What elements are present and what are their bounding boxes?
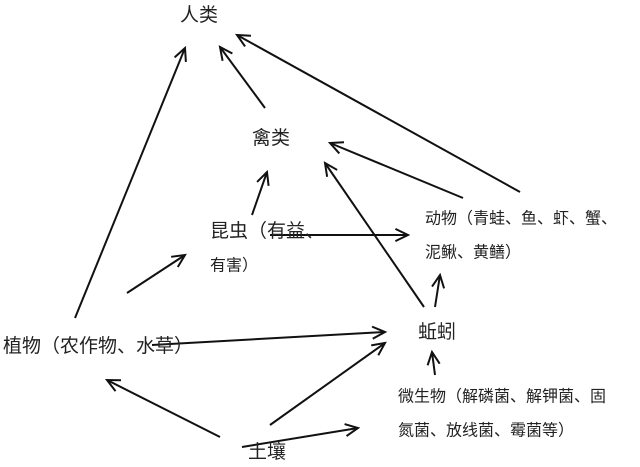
node-earthworm: 蚯蚓 xyxy=(418,321,456,343)
arrowhead xyxy=(327,141,345,155)
node-insects-line1: 昆虫（有益、 xyxy=(210,220,324,242)
arrow-animals-to-poultry xyxy=(327,141,464,199)
arrow-shaft xyxy=(74,47,186,319)
arrow-poultry-to-humans xyxy=(218,45,266,109)
node-animals-line1: 动物（青蛙、鱼、虾、蟹、 xyxy=(425,209,617,228)
arrow-animals-to-humans xyxy=(234,33,521,193)
node-humans: 人类 xyxy=(180,4,218,26)
node-poultry: 禽类 xyxy=(252,127,290,149)
arrow-insects-to-poultry xyxy=(251,169,270,216)
arrow-insects-to-animals xyxy=(270,228,411,242)
arrowhead xyxy=(170,253,187,268)
arrowhead xyxy=(431,272,446,289)
arrowhead xyxy=(371,341,387,356)
arrowhead xyxy=(256,169,270,187)
arrow-shaft xyxy=(434,274,441,308)
arrow-shaft xyxy=(269,342,386,426)
arrow-soil-to-microbes xyxy=(241,423,361,448)
arrowhead xyxy=(371,325,388,340)
arrow-shaft xyxy=(106,379,221,438)
node-soil: 土壤 xyxy=(248,441,286,463)
arrowhead xyxy=(344,423,361,437)
arrowhead xyxy=(234,33,252,48)
node-microbes-line2: 氮菌、放线菌、霉菌等） xyxy=(398,421,574,440)
arrow-shaft xyxy=(219,46,266,109)
arrow-soil-to-plants xyxy=(104,378,221,438)
arrow-shaft xyxy=(251,171,268,216)
arrowhead xyxy=(173,45,187,63)
node-plants: 植物（农作物、水草） xyxy=(3,335,193,357)
arrow-shaft xyxy=(126,254,186,294)
arrow-shaft xyxy=(329,142,464,199)
arrow-plants-to-humans xyxy=(74,45,187,319)
arrow-soil-to-earthworm xyxy=(269,341,387,426)
arrow-earthworm-to-animals xyxy=(431,272,446,308)
arrowhead xyxy=(426,349,441,366)
arrow-shaft xyxy=(151,331,386,346)
arrow-shaft xyxy=(236,34,521,193)
node-insects-line2: 有害） xyxy=(210,256,258,275)
arrow-plants-to-insects xyxy=(126,253,187,294)
node-animals-line2: 泥鳅、黄鳝） xyxy=(425,243,521,262)
arrowhead xyxy=(218,45,233,61)
arrow-shaft xyxy=(241,427,359,448)
arrowhead xyxy=(104,378,122,392)
arrowhead xyxy=(394,228,411,242)
arrowhead xyxy=(323,161,338,177)
arrow-microbes-to-earthworm xyxy=(426,349,441,376)
node-microbes-line1: 微生物（解磷菌、解钾菌、固 xyxy=(398,387,606,406)
arrow-shaft xyxy=(431,351,436,376)
arrow-plants-to-earthworm xyxy=(151,325,388,346)
